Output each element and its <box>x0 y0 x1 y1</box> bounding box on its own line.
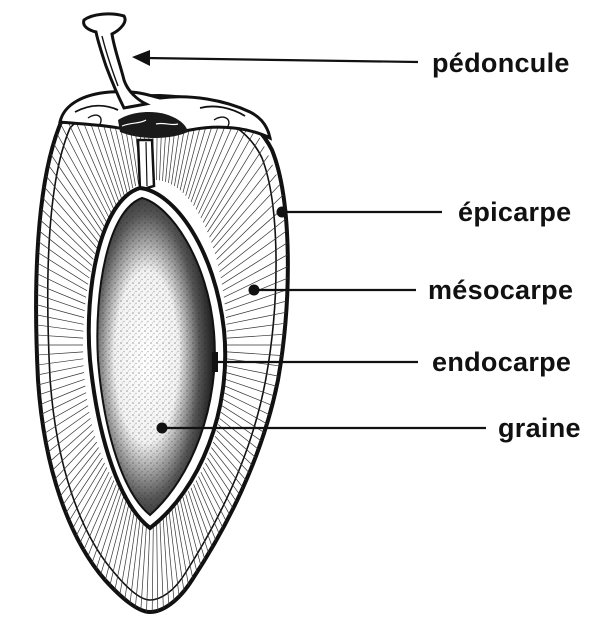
label-endocarpe: endocarpe <box>432 347 571 377</box>
label-pedoncule: pédoncule <box>432 48 570 78</box>
labels: pédoncule épicarpe mésocarpe endocarpe g… <box>428 48 581 443</box>
label-graine: graine <box>498 413 581 443</box>
mesocarpe-dot-icon <box>249 285 260 296</box>
leader-pedoncule <box>146 58 418 62</box>
seed-channel <box>138 140 154 190</box>
epicarpe-dot-icon <box>277 207 288 218</box>
endocarpe-mark-icon <box>212 352 218 372</box>
pedoncule-arrow-icon <box>132 50 150 66</box>
graine-dot-icon <box>157 423 168 434</box>
label-mesocarpe: mésocarpe <box>428 275 573 305</box>
label-epicarpe: épicarpe <box>458 197 571 227</box>
